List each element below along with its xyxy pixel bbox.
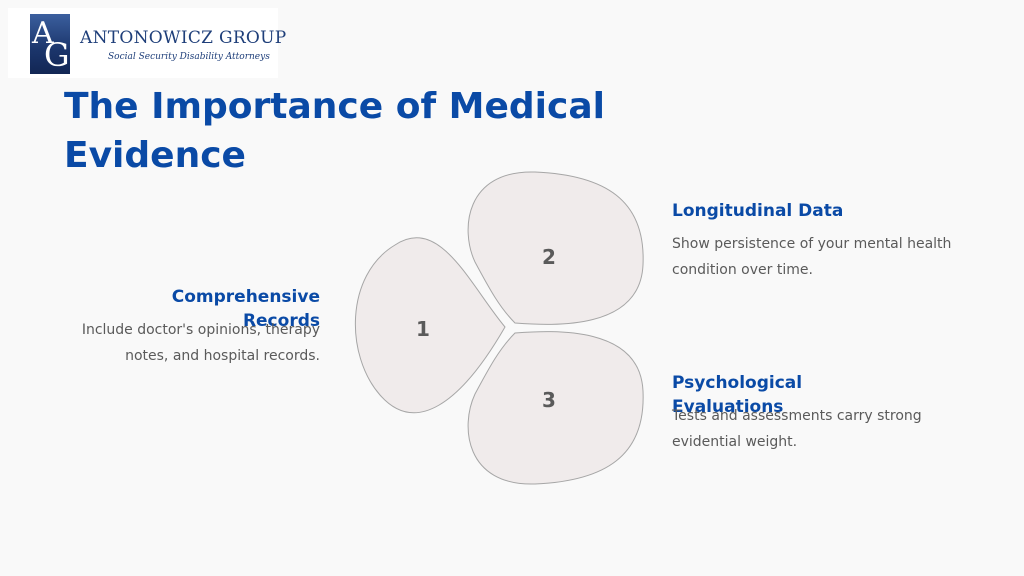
longitudinal-data-text: Show persistence of your mental health c… <box>672 236 952 278</box>
logo-monogram: A G <box>30 14 70 74</box>
petal-1 <box>354 237 506 413</box>
logo-monogram-g: G <box>44 36 70 74</box>
psychological-evaluations-text: Tests and assessments carry strong evide… <box>672 408 922 450</box>
longitudinal-data-heading: Longitudinal Data <box>672 201 844 221</box>
petal-2 <box>467 171 644 325</box>
petal-3 <box>467 331 644 485</box>
page-title: The Importance of Medical Evidence <box>64 86 605 176</box>
logo-tagline: Social Security Disability Attorneys <box>108 52 270 62</box>
comprehensive-records-heading: Comprehensive Records <box>171 287 320 331</box>
petal-1-number: 1 <box>416 317 430 341</box>
petal-3-number: 3 <box>542 388 556 412</box>
logo-monogram-a: A <box>32 16 54 51</box>
comprehensive-records-text: Include doctor's opinions, therapy notes… <box>81 322 320 364</box>
company-logo: A G ANTONOWICZ GROUP Social Security Dis… <box>8 8 286 78</box>
logo-company-name: ANTONOWICZ GROUP <box>80 28 287 48</box>
petal-2-number: 2 <box>542 245 556 269</box>
psychological-evaluations-heading: Psychological Evaluations <box>672 373 803 417</box>
